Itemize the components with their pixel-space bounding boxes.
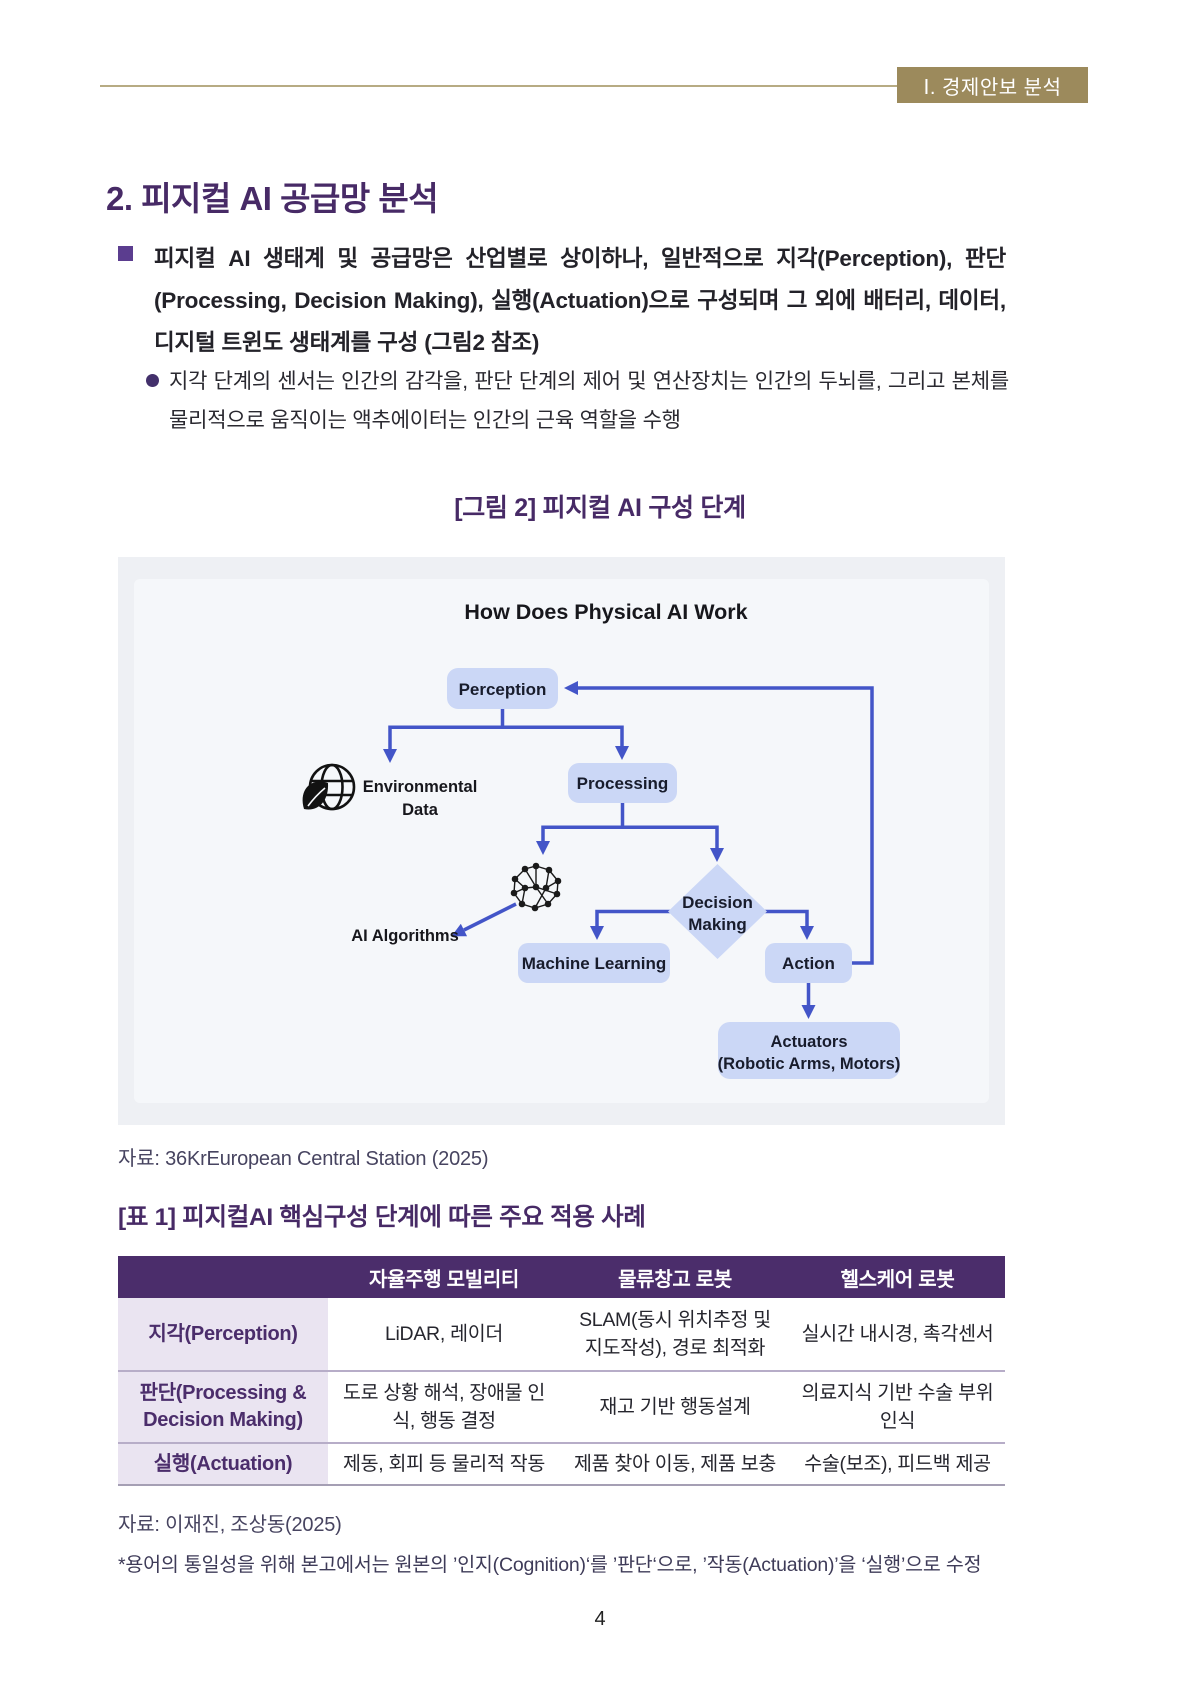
node-perception bbox=[447, 668, 558, 709]
node-decision-label-2: Making bbox=[688, 915, 747, 934]
row-label-processing: 판단(Processing & Decision Making) bbox=[118, 1370, 328, 1442]
page-title: 2. 피지컬 AI 공급망 분석 bbox=[106, 180, 439, 218]
node-perception-label: Perception bbox=[459, 680, 547, 699]
flow-nodes: Perception Environmental Data Processing… bbox=[351, 668, 900, 1079]
row-label-perception: 지각(Perception) bbox=[118, 1298, 328, 1370]
main-bullet-text: 피지컬 AI 생태계 및 공급망은 산업별로 상이하나, 일반적으로 지각(Pe… bbox=[154, 246, 1006, 355]
chapter-badge-label: Ⅰ. 경제안보 분석 bbox=[923, 76, 1062, 99]
environmental-data-label-2: Data bbox=[402, 801, 439, 819]
neural-network-icon bbox=[510, 862, 562, 912]
figure-caption: [그림 2] 피지컬 AI 구성 단계 bbox=[454, 494, 746, 522]
table-cell: 의료지식 기반 수술 부위 인식 bbox=[790, 1370, 1005, 1442]
node-actuators bbox=[718, 1022, 900, 1079]
flowchart-title: How Does Physical AI Work bbox=[464, 600, 747, 624]
node-actuators-label-1: Actuators bbox=[770, 1033, 847, 1051]
table-source: 자료: 이재진, 조상동(2025) bbox=[118, 1514, 342, 1536]
table-cell: 재고 기반 행동설계 bbox=[560, 1370, 790, 1442]
flow-arrows bbox=[383, 681, 874, 1019]
square-bullet-icon bbox=[118, 246, 133, 261]
table-cell: 실시간 내시경, 촉각센서 bbox=[790, 1298, 1005, 1370]
table-cell: SLAM(동시 위치추정 및 지도작성), 경로 최적화 bbox=[560, 1298, 790, 1370]
environmental-data-label-1: Environmental bbox=[363, 778, 478, 796]
node-decision-making bbox=[668, 864, 767, 959]
node-machine-learning-label: Machine Learning bbox=[522, 954, 667, 973]
table-caption: [표 1] 피지컬AI 핵심구성 단계에 따른 주요 적용 사례 bbox=[118, 1204, 646, 1231]
table-header-healthcare: 헬스케어 로봇 bbox=[790, 1256, 1005, 1298]
table-header-logistics: 물류창고 로봇 bbox=[560, 1256, 790, 1298]
eco-globe-icon bbox=[302, 763, 356, 811]
table-cell: 제동, 회피 등 물리적 작동 bbox=[328, 1442, 560, 1486]
circle-bullet-icon bbox=[146, 374, 159, 387]
node-decision-label-1: Decision bbox=[682, 893, 753, 912]
row-label-actuation: 실행(Actuation) bbox=[118, 1442, 328, 1486]
node-action bbox=[765, 943, 852, 983]
chapter-badge: Ⅰ. 경제안보 분석 bbox=[897, 67, 1088, 103]
table-header-empty bbox=[118, 1256, 328, 1298]
node-processing bbox=[568, 763, 677, 803]
figure-panel: How Does Physical AI Work bbox=[118, 557, 1005, 1125]
node-actuators-label-2: (Robotic Arms, Motors) bbox=[718, 1055, 901, 1073]
header-rule bbox=[100, 85, 898, 87]
main-bullet: 피지컬 AI 생태계 및 공급망은 산업별로 상이하나, 일반적으로 지각(Pe… bbox=[118, 238, 1008, 364]
node-action-label: Action bbox=[782, 954, 835, 973]
node-machine-learning bbox=[518, 943, 670, 983]
table-cell: 제품 찾아 이동, 제품 보충 bbox=[560, 1442, 790, 1486]
table-footnote: *용어의 통일성을 위해 본고에서는 원본의 ’인지(Cognition)‘를 … bbox=[118, 1554, 982, 1576]
application-table: 자율주행 모빌리티 물류창고 로봇 헬스케어 로봇 지각(Perception)… bbox=[118, 1256, 1005, 1486]
node-processing-label: Processing bbox=[577, 774, 669, 793]
sub-bullet-text: 지각 단계의 센서는 인간의 감각을, 판단 단계의 제어 및 연산장치는 인간… bbox=[169, 370, 1009, 432]
figure-source: 자료: 36KrEuropean Central Station (2025) bbox=[118, 1148, 489, 1170]
page-number: 4 bbox=[594, 1608, 606, 1630]
table-cell: 도로 상황 해석, 장애물 인식, 행동 결정 bbox=[328, 1370, 560, 1442]
ai-algorithms-label: AI Algorithms bbox=[351, 927, 459, 945]
table-cell: 수술(보조), 피드백 제공 bbox=[790, 1442, 1005, 1486]
physical-ai-flowchart: How Does Physical AI Work bbox=[134, 579, 989, 1103]
table-header-mobility: 자율주행 모빌리티 bbox=[328, 1256, 560, 1298]
table-cell: LiDAR, 레이더 bbox=[328, 1298, 560, 1370]
sub-bullet: 지각 단계의 센서는 인간의 감각을, 판단 단계의 제어 및 연산장치는 인간… bbox=[146, 362, 1012, 440]
